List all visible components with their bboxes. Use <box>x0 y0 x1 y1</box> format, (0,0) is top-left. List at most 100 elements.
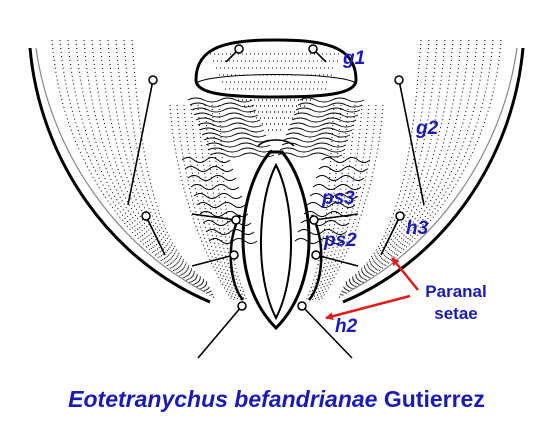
wavy-stria <box>295 107 361 113</box>
anal-valves-inner <box>259 162 293 321</box>
paranal-label-line2: setae <box>434 304 477 323</box>
wavy-stria <box>190 184 240 190</box>
wavy-stria <box>197 122 263 128</box>
wavy-stria <box>199 127 265 133</box>
socket-h2-left <box>237 301 247 311</box>
wavy-stria <box>299 97 365 103</box>
label-h2: h2 <box>335 316 358 337</box>
stria <box>320 104 384 301</box>
wavy-stria <box>181 157 231 163</box>
wavy-stria <box>187 97 253 103</box>
wavy-stria <box>306 202 356 208</box>
body-inner-outline <box>347 47 518 293</box>
label-ps2: ps2 <box>323 230 357 251</box>
wavy-stria <box>318 166 368 172</box>
stria <box>343 39 446 288</box>
species-name: Eotetranychus befandrianae <box>68 386 378 412</box>
wavy-stria <box>312 184 362 190</box>
stria <box>316 104 370 301</box>
wavy-stria <box>309 193 359 199</box>
arrow-to-h2 <box>325 294 411 321</box>
wavy-stria <box>321 157 371 163</box>
wavy-stria <box>281 142 347 148</box>
seta-ps3-left <box>191 213 237 221</box>
wavy-stria <box>191 107 257 113</box>
anal-valves-outer <box>241 150 311 331</box>
wavy-stria <box>193 193 243 199</box>
wavy-stria <box>285 132 351 138</box>
stria <box>337 39 502 299</box>
seta-ag-left <box>127 79 154 206</box>
paranal-label-line1: Paranal <box>425 282 486 301</box>
wavy-stria <box>203 137 269 143</box>
socket-ps2-left <box>229 250 239 260</box>
wavy-stria <box>283 137 349 143</box>
wavy-stria <box>297 229 347 235</box>
figure-caption: Eotetranychus befandrianae Gutierrez <box>0 386 553 413</box>
wavy-stria <box>293 112 359 118</box>
socket-g1-left <box>234 44 244 54</box>
wavy-stria <box>287 127 353 133</box>
wavy-stria <box>184 166 234 172</box>
wavy-stria <box>279 147 345 153</box>
stria <box>344 39 438 286</box>
wavy-stria <box>291 117 357 123</box>
socket-h3-left <box>141 211 151 221</box>
seta-h2-left <box>197 305 243 359</box>
socket-ag-left <box>148 75 158 85</box>
seta-h3-left <box>145 215 166 256</box>
wavy-stria <box>277 152 343 158</box>
body-outline <box>28 47 211 304</box>
socket-g2-right <box>394 75 404 85</box>
wavy-stria <box>196 202 246 208</box>
label-ps3: ps3 <box>321 188 355 209</box>
seta-ps2-left <box>191 254 235 267</box>
wavy-stria <box>315 175 365 181</box>
body-inner-outline <box>35 47 206 293</box>
stria <box>344 39 430 285</box>
wavy-stria <box>195 117 261 123</box>
seta-ps2-right <box>315 254 359 267</box>
stria <box>314 104 363 301</box>
author-name: Gutierrez <box>383 386 485 412</box>
label-g1: g1 <box>342 48 365 69</box>
socket-ps2-right <box>311 250 321 260</box>
setae <box>127 48 425 359</box>
genital-flap <box>194 38 358 99</box>
wavy-stria <box>289 122 355 128</box>
wavy-stria <box>205 142 271 148</box>
wavy-stria <box>207 147 273 153</box>
socket-g1-right <box>308 44 318 54</box>
seta-ps3-right <box>313 213 359 221</box>
socket-h3-right <box>395 211 405 221</box>
wavy-stria <box>209 152 275 158</box>
socket-ps3-right <box>309 215 319 225</box>
label-g2: g2 <box>415 118 439 139</box>
wavy-stria <box>189 102 255 108</box>
wavy-stria <box>187 175 237 181</box>
seta-h2-right <box>301 305 353 359</box>
arrow-to-h3 <box>391 257 419 291</box>
anal-cap <box>257 139 295 147</box>
socket-h2-right <box>297 301 307 311</box>
stria <box>318 104 377 301</box>
stria <box>340 39 478 294</box>
socket-ps3-left <box>231 215 241 225</box>
stria <box>169 104 233 301</box>
wavy-stria <box>193 112 259 118</box>
stria <box>51 39 216 299</box>
wavy-stria <box>205 229 255 235</box>
wavy-stria <box>297 102 363 108</box>
seta-h3-right <box>380 215 401 256</box>
stria <box>176 104 235 301</box>
stria <box>183 104 237 301</box>
seta-g2-right <box>398 79 425 206</box>
stria <box>75 39 213 294</box>
wavy-striae <box>181 97 371 244</box>
stria <box>107 39 210 288</box>
genital-flap-rim <box>197 74 355 83</box>
setal-sockets <box>141 44 405 311</box>
dotted-striae <box>51 39 502 301</box>
wavy-stria <box>201 132 267 138</box>
